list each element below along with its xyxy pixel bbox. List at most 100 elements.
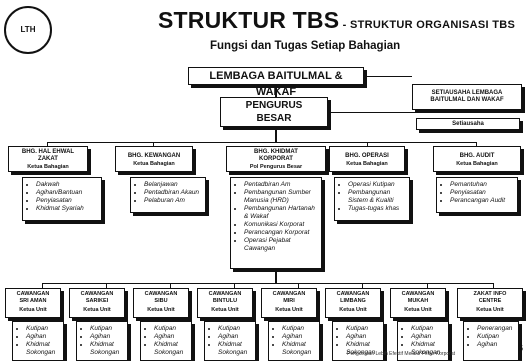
connector-line	[427, 283, 428, 288]
list-item: Agihan	[477, 341, 515, 349]
list-item: Komunikasi Korporat	[244, 221, 318, 229]
cawangan-role: Ketua Unit	[211, 307, 239, 313]
list-item: Khidmat Sokongan	[218, 341, 252, 357]
cawangan-bintulu-tasks: Kutipan Agihan Khidmat Sokongan	[204, 321, 256, 361]
list-item: Kutipan	[282, 325, 316, 333]
list-item: Agihan	[26, 333, 60, 341]
bahagian-audit-tasks: Pemantuhan Penyiasatan Perancangan Audit	[436, 177, 518, 213]
connector-line	[106, 283, 107, 288]
cawangan-role: Ketua Unit	[476, 307, 504, 313]
list-item: Agihan	[282, 333, 316, 341]
list-item: Pembangunan Sumber Manusia (HRD)	[244, 189, 318, 205]
cawangan-sarikei-tasks: Kutipan Agihan Khidmat Sokongan	[76, 321, 128, 361]
bahagian-zakat-tasks: Dakwah Agihan/Bantuan Penyiasatan Khidma…	[22, 177, 102, 221]
organization-logo: LTH	[4, 6, 52, 54]
list-item: Agihan	[346, 333, 380, 341]
cawangan-name: SRI AMAN	[19, 298, 47, 304]
cawangan-name: CENTRE	[478, 298, 502, 304]
cawangan-miri-tasks: Kutipan Agihan Khidmat Sokongan	[268, 321, 320, 361]
list-item: Kutipan	[154, 325, 188, 333]
list-item: Khidmat Sokongan	[411, 341, 445, 357]
connector-line	[328, 112, 416, 113]
cawangan-name: CAWANGAN	[80, 291, 114, 297]
lembaga-box: LEMBAGA BAITULMAL & WAKAF	[188, 67, 364, 98]
cawangan-name: BINTULU	[212, 298, 238, 304]
connector-line	[170, 283, 171, 288]
cawangan-name: CAWANGAN	[144, 291, 178, 297]
cawangan-sibu-tasks: Kutipan Agihan Khidmat Sokongan	[140, 321, 192, 361]
list-item: Khidmat Sokongan	[282, 341, 316, 357]
connector-line	[153, 142, 154, 147]
cawangan-name: CAWANGAN	[401, 291, 435, 297]
list-item: Kutipan	[477, 333, 515, 341]
list-item: Agihan/Bantuan	[36, 189, 98, 197]
setiausaha-label-2: BAITULMAL DAN WAKAF	[430, 97, 504, 103]
list-item: Penerangan	[477, 325, 515, 333]
zakat-info-centre-tasks: Penerangan Kutipan Agihan	[463, 321, 519, 361]
bahagian-role: Ketua Bahagian	[27, 164, 69, 170]
cawangan-sri-aman-box: CAWANGAN SRI AMAN Ketua Unit	[5, 288, 61, 318]
bahagian-korporat-box: BHG. KHIDMAT KORPORAT Pol Pengurus Besar	[226, 146, 326, 172]
list-item: Khidmat Syariah	[36, 205, 98, 213]
cawangan-name: SIBU	[154, 298, 168, 304]
title-main: STRUKTUR TBS	[158, 7, 340, 33]
bahagian-name: BHG. AUDIT	[459, 153, 495, 159]
list-item: Pelaburan Am	[144, 197, 202, 205]
cawangan-role: Ketua Unit	[404, 307, 432, 313]
pengurus-besar-box: PENGURUS BESAR	[220, 97, 328, 127]
connector-line	[476, 142, 477, 147]
bahagian-kewangan-box: BHG. KEWANGAN Ketua Bahagian	[115, 146, 193, 172]
bahagian-role: Ketua Bahagian	[346, 161, 388, 167]
list-item: Pentadbiran Akaun	[144, 189, 202, 197]
list-item: Agihan	[411, 333, 445, 341]
list-item: Khidmat Sokongan	[154, 341, 188, 357]
list-item: Khidmat Sokongan	[26, 341, 60, 357]
bahagian-role: Ketua Bahagian	[456, 161, 498, 167]
page-number: 6	[517, 343, 523, 353]
list-item: Khidmat Sokongan	[346, 341, 380, 357]
bahagian-role: Ketua Bahagian	[133, 161, 175, 167]
cawangan-sri-aman-tasks: Kutipan Agihan Khidmat Sokongan	[12, 321, 64, 361]
logo-text: LTH	[20, 25, 36, 34]
list-item: Pembangunan Hartanah & Wakaf	[244, 205, 318, 221]
connector-line	[42, 283, 43, 288]
connector-line	[493, 283, 494, 288]
connector-line	[298, 283, 299, 288]
connector-line	[275, 127, 277, 143]
bahagian-korporat-tasks: Pentadbiran Am Pembangunan Sumber Manusi…	[230, 177, 322, 269]
page-subtitle: Fungsi dan Tugas Setiap Bahagian	[210, 40, 401, 52]
bahagian-role: Pol Pengurus Besar	[249, 164, 303, 170]
cawangan-miri-box: CAWANGAN MIRI Ketua Unit	[261, 288, 317, 318]
cawangan-sarikei-box: CAWANGAN SARIKEI Ketua Unit	[69, 288, 125, 318]
setiausaha-box: SETIAUSAHA LEMBAGA BAITULMAL DAN WAKAF	[412, 84, 522, 110]
list-item: Agihan	[218, 333, 252, 341]
connector-line	[275, 86, 277, 97]
cawangan-limbang-tasks: Kutipan Agihan Khidmat Sokongan	[332, 321, 384, 361]
cawangan-name: CAWANGAN	[336, 291, 370, 297]
pengurus-label-2: BESAR	[256, 113, 292, 124]
cawangan-role: Ketua Unit	[339, 307, 367, 313]
bahagian-name: KORPORAT	[259, 156, 293, 162]
list-item: Operasi Pejabat Cawangan	[244, 237, 318, 253]
list-item: Kutipan	[90, 325, 124, 333]
setiausaha-label-1: SETIAUSAHA LEMBAGA	[431, 90, 503, 96]
title-sub: - STRUKTUR ORGANISASI TBS	[339, 19, 516, 31]
list-item: Pemantuhan	[450, 181, 514, 189]
connector-line	[47, 142, 477, 143]
cawangan-name: SARIKEI	[85, 298, 109, 304]
list-item: Penyiasatan	[36, 197, 98, 205]
bahagian-name: BHG. KHIDMAT	[254, 149, 298, 155]
bahagian-kewangan-tasks: Belanjawan Pentadbiran Akaun Pelaburan A…	[130, 177, 206, 213]
bahagian-zakat-box: BHG. HAL EHWAL ZAKAT Ketua Bahagian	[8, 146, 88, 172]
bahagian-operasi-box: BHG. OPERASI Ketua Bahagian	[329, 146, 405, 172]
cawangan-role: Ketua Unit	[147, 307, 175, 313]
pengurus-label-1: PENGURUS	[245, 100, 303, 111]
bahagian-name: BHG. OPERASI	[345, 153, 389, 159]
list-item: Kutipan	[26, 325, 60, 333]
list-item: Penyiasatan	[450, 189, 514, 197]
bahagian-name: BHG. KEWANGAN	[127, 153, 181, 159]
cawangan-bintulu-box: CAWANGAN BINTULU Ketua Unit	[197, 288, 253, 318]
cawangan-name: MUKAH	[407, 298, 429, 304]
bahagian-name: BHG. HAL EHWAL	[21, 149, 75, 155]
connector-line	[47, 142, 48, 147]
